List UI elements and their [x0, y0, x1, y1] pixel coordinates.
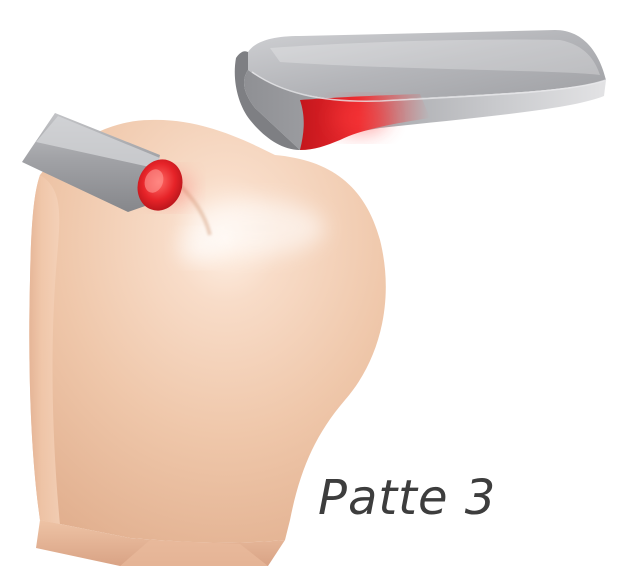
caption-label: Patte 3 [318, 470, 496, 526]
curved-slab [235, 30, 606, 150]
